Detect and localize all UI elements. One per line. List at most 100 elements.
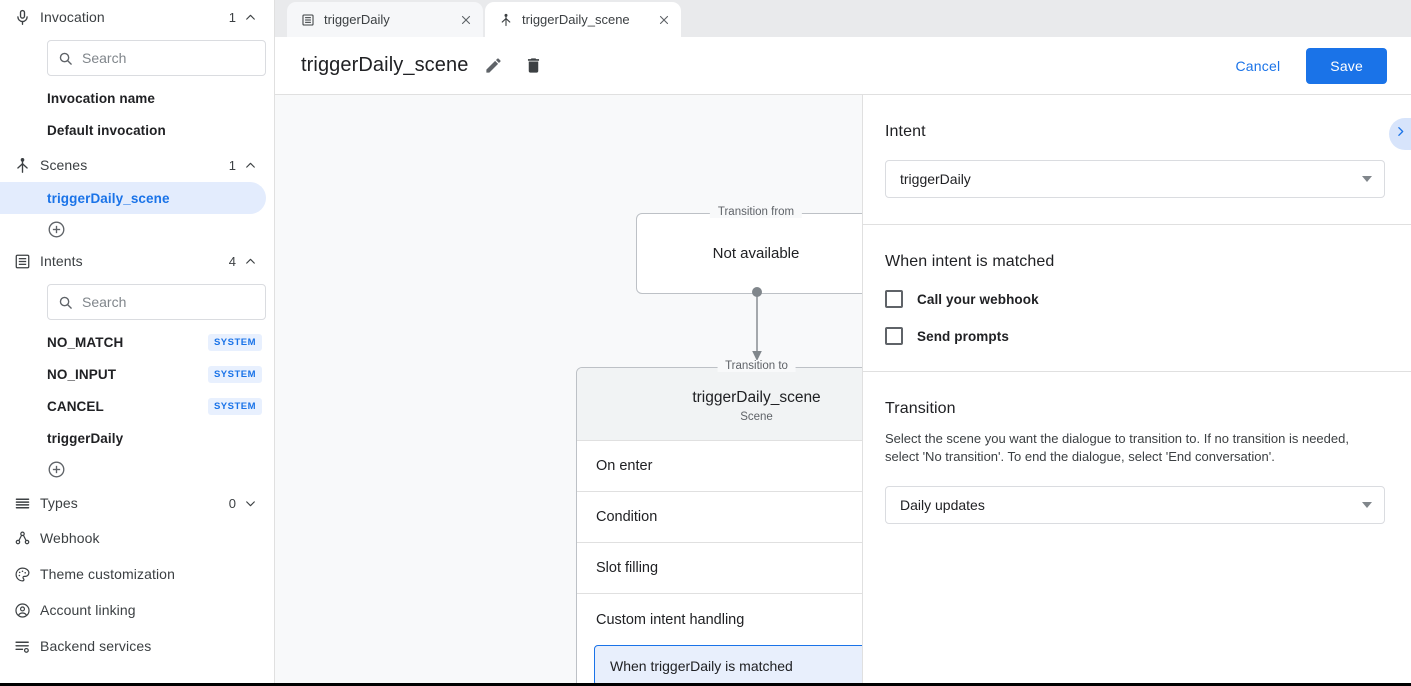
add-intent-button[interactable]	[0, 454, 274, 484]
sidebar-item-theme-customization[interactable]: Theme customization	[0, 556, 274, 592]
sidebar-item-triggerdaily-scene[interactable]: triggerDaily_scene	[0, 182, 266, 214]
scene-row-label: On enter	[596, 458, 653, 474]
sidebar-item-label: triggerDaily	[47, 430, 124, 446]
sidebar-section-count: 1	[228, 157, 236, 173]
sidebar-section-invocation[interactable]: Invocation 1	[0, 0, 274, 34]
intent-select[interactable]: triggerDaily	[885, 160, 1385, 198]
sidebar-item-triggerdaily[interactable]: triggerDaily	[0, 422, 274, 454]
sidebar-section-count: 1	[228, 9, 236, 25]
sidebar-item-label: Theme customization	[40, 566, 175, 582]
sidebar-item-cancel[interactable]: CANCEL SYSTEM	[0, 390, 274, 422]
tab-triggerdaily-scene[interactable]: triggerDaily_scene	[485, 2, 681, 37]
panel-section-when-matched: When intent is matched Call your webhook…	[863, 225, 1411, 372]
intents-search-wrap: Search	[0, 278, 274, 326]
scene-card-header: triggerDaily_scene Scene	[577, 368, 862, 441]
sidebar-section-label: Intents	[40, 253, 83, 269]
scene-row-custom-intent-handling[interactable]: Custom intent handling +	[577, 594, 862, 645]
sidebar-item-no-match[interactable]: NO_MATCH SYSTEM	[0, 326, 274, 358]
intent-handler-chip[interactable]: When triggerDaily is matched	[594, 645, 862, 686]
sidebar-section-count: 4	[228, 253, 236, 269]
sidebar-section-types[interactable]: Types 0	[0, 486, 274, 520]
chevron-down-icon	[1362, 176, 1372, 182]
sidebar-item-backend-services[interactable]: Backend services	[0, 628, 274, 664]
types-lines-icon	[14, 495, 40, 512]
close-icon[interactable]	[459, 13, 473, 27]
search-input[interactable]: Search	[47, 40, 266, 76]
sidebar-item-invocation-name[interactable]: Invocation name	[0, 82, 274, 114]
scene-row-label: Custom intent handling	[596, 611, 745, 628]
scene-row-on-enter[interactable]: On enter +	[577, 441, 862, 492]
sidebar-section-intents[interactable]: Intents 4	[0, 244, 274, 278]
status-badge: SYSTEM	[207, 397, 262, 415]
webhook-nodes-icon	[14, 530, 40, 547]
send-prompts-checkbox[interactable]	[885, 327, 903, 345]
trash-icon[interactable]	[524, 56, 543, 75]
scene-card-subtitle: Scene	[740, 411, 773, 423]
sidebar-item-label: Account linking	[40, 602, 136, 618]
scene-card-name: triggerDaily_scene	[692, 389, 821, 406]
intent-select-value: triggerDaily	[900, 171, 971, 187]
close-icon[interactable]	[657, 13, 671, 27]
scene-row-label: Slot filling	[596, 560, 659, 576]
scene-graph-canvas[interactable]: Transition from Not available Transition…	[275, 95, 862, 686]
sidebar-item-label: Webhook	[40, 530, 100, 546]
scene-row-slot-filling[interactable]: Slot filling +	[577, 543, 862, 594]
scene-block-custom-intent-handling: Custom intent handling + When triggerDai…	[577, 594, 862, 686]
chevron-up-icon	[244, 255, 258, 268]
sidebar-item-no-input[interactable]: NO_INPUT SYSTEM	[0, 358, 274, 390]
sidebar-item-label: Backend services	[40, 638, 152, 654]
sidebar-item-webhook[interactable]: Webhook	[0, 520, 274, 556]
tab-label: triggerDaily	[324, 12, 390, 27]
palette-icon	[14, 566, 40, 583]
checkbox-row-call-your-webhook[interactable]: Call your webhook	[885, 290, 1385, 308]
status-badge: SYSTEM	[207, 365, 262, 383]
left-sidebar: Invocation 1 Search Invocation name Defa…	[0, 0, 275, 683]
scene-row-condition[interactable]: Condition +	[577, 492, 862, 543]
sidebar-item-default-invocation[interactable]: Default invocation	[0, 114, 274, 146]
search-icon	[58, 295, 73, 310]
transition-description: Select the scene you want the dialogue t…	[885, 431, 1349, 465]
panel-heading-when-matched: When intent is matched	[885, 253, 1055, 270]
scene-row-label: Condition	[596, 509, 658, 525]
sidebar-item-label: Default invocation	[47, 122, 166, 138]
cancel-button[interactable]: Cancel	[1224, 50, 1293, 82]
call-webhook-checkbox[interactable]	[885, 290, 903, 308]
panel-collapse-button[interactable]	[1389, 118, 1411, 150]
checkbox-label: Call your webhook	[917, 291, 1039, 307]
backend-services-icon	[14, 638, 40, 655]
tab-label: triggerDaily_scene	[522, 12, 630, 27]
sidebar-item-account-linking[interactable]: Account linking	[0, 592, 274, 628]
search-input[interactable]: Search	[47, 284, 266, 320]
page-header: triggerDaily_scene Cancel Save	[275, 37, 1411, 95]
transition-from-node[interactable]: Transition from Not available	[636, 206, 862, 294]
properties-panel: Intent triggerDaily When intent is match…	[862, 95, 1411, 686]
intents-list-icon	[14, 253, 40, 270]
save-button[interactable]: Save	[1306, 47, 1387, 84]
sidebar-section-count: 0	[228, 495, 236, 511]
tab-triggerdaily[interactable]: triggerDaily	[287, 2, 483, 37]
panel-section-intent: Intent triggerDaily	[863, 95, 1411, 225]
panel-section-transition: Transition Select the scene you want the…	[863, 372, 1411, 550]
intent-icon	[301, 13, 315, 27]
invocation-search-wrap: Search	[0, 34, 274, 82]
sidebar-item-label: triggerDaily_scene	[47, 190, 170, 206]
chevron-up-icon	[244, 11, 258, 24]
search-placeholder: Search	[82, 294, 127, 310]
chevron-right-icon	[1394, 125, 1407, 143]
pencil-icon[interactable]	[484, 56, 503, 75]
sidebar-item-label: Invocation name	[47, 90, 156, 106]
transition-select-value: Daily updates	[900, 496, 985, 513]
transition-select[interactable]: Daily updates	[885, 485, 1385, 524]
intent-handler-label: When triggerDaily is matched	[610, 657, 793, 674]
checkbox-label: Send prompts	[917, 328, 1009, 344]
scene-icon	[499, 13, 513, 27]
checkbox-row-send-prompts[interactable]: Send prompts	[885, 327, 1385, 345]
plus-circle-icon	[47, 220, 66, 239]
sidebar-section-scenes[interactable]: Scenes 1	[0, 148, 274, 182]
add-scene-button[interactable]	[0, 214, 274, 244]
scene-card[interactable]: Transition to triggerDaily_scene Scene O…	[576, 360, 862, 686]
status-badge: SYSTEM	[207, 333, 262, 351]
sidebar-section-label: Scenes	[40, 157, 88, 173]
transition-from-legend: Transition from	[709, 206, 803, 218]
